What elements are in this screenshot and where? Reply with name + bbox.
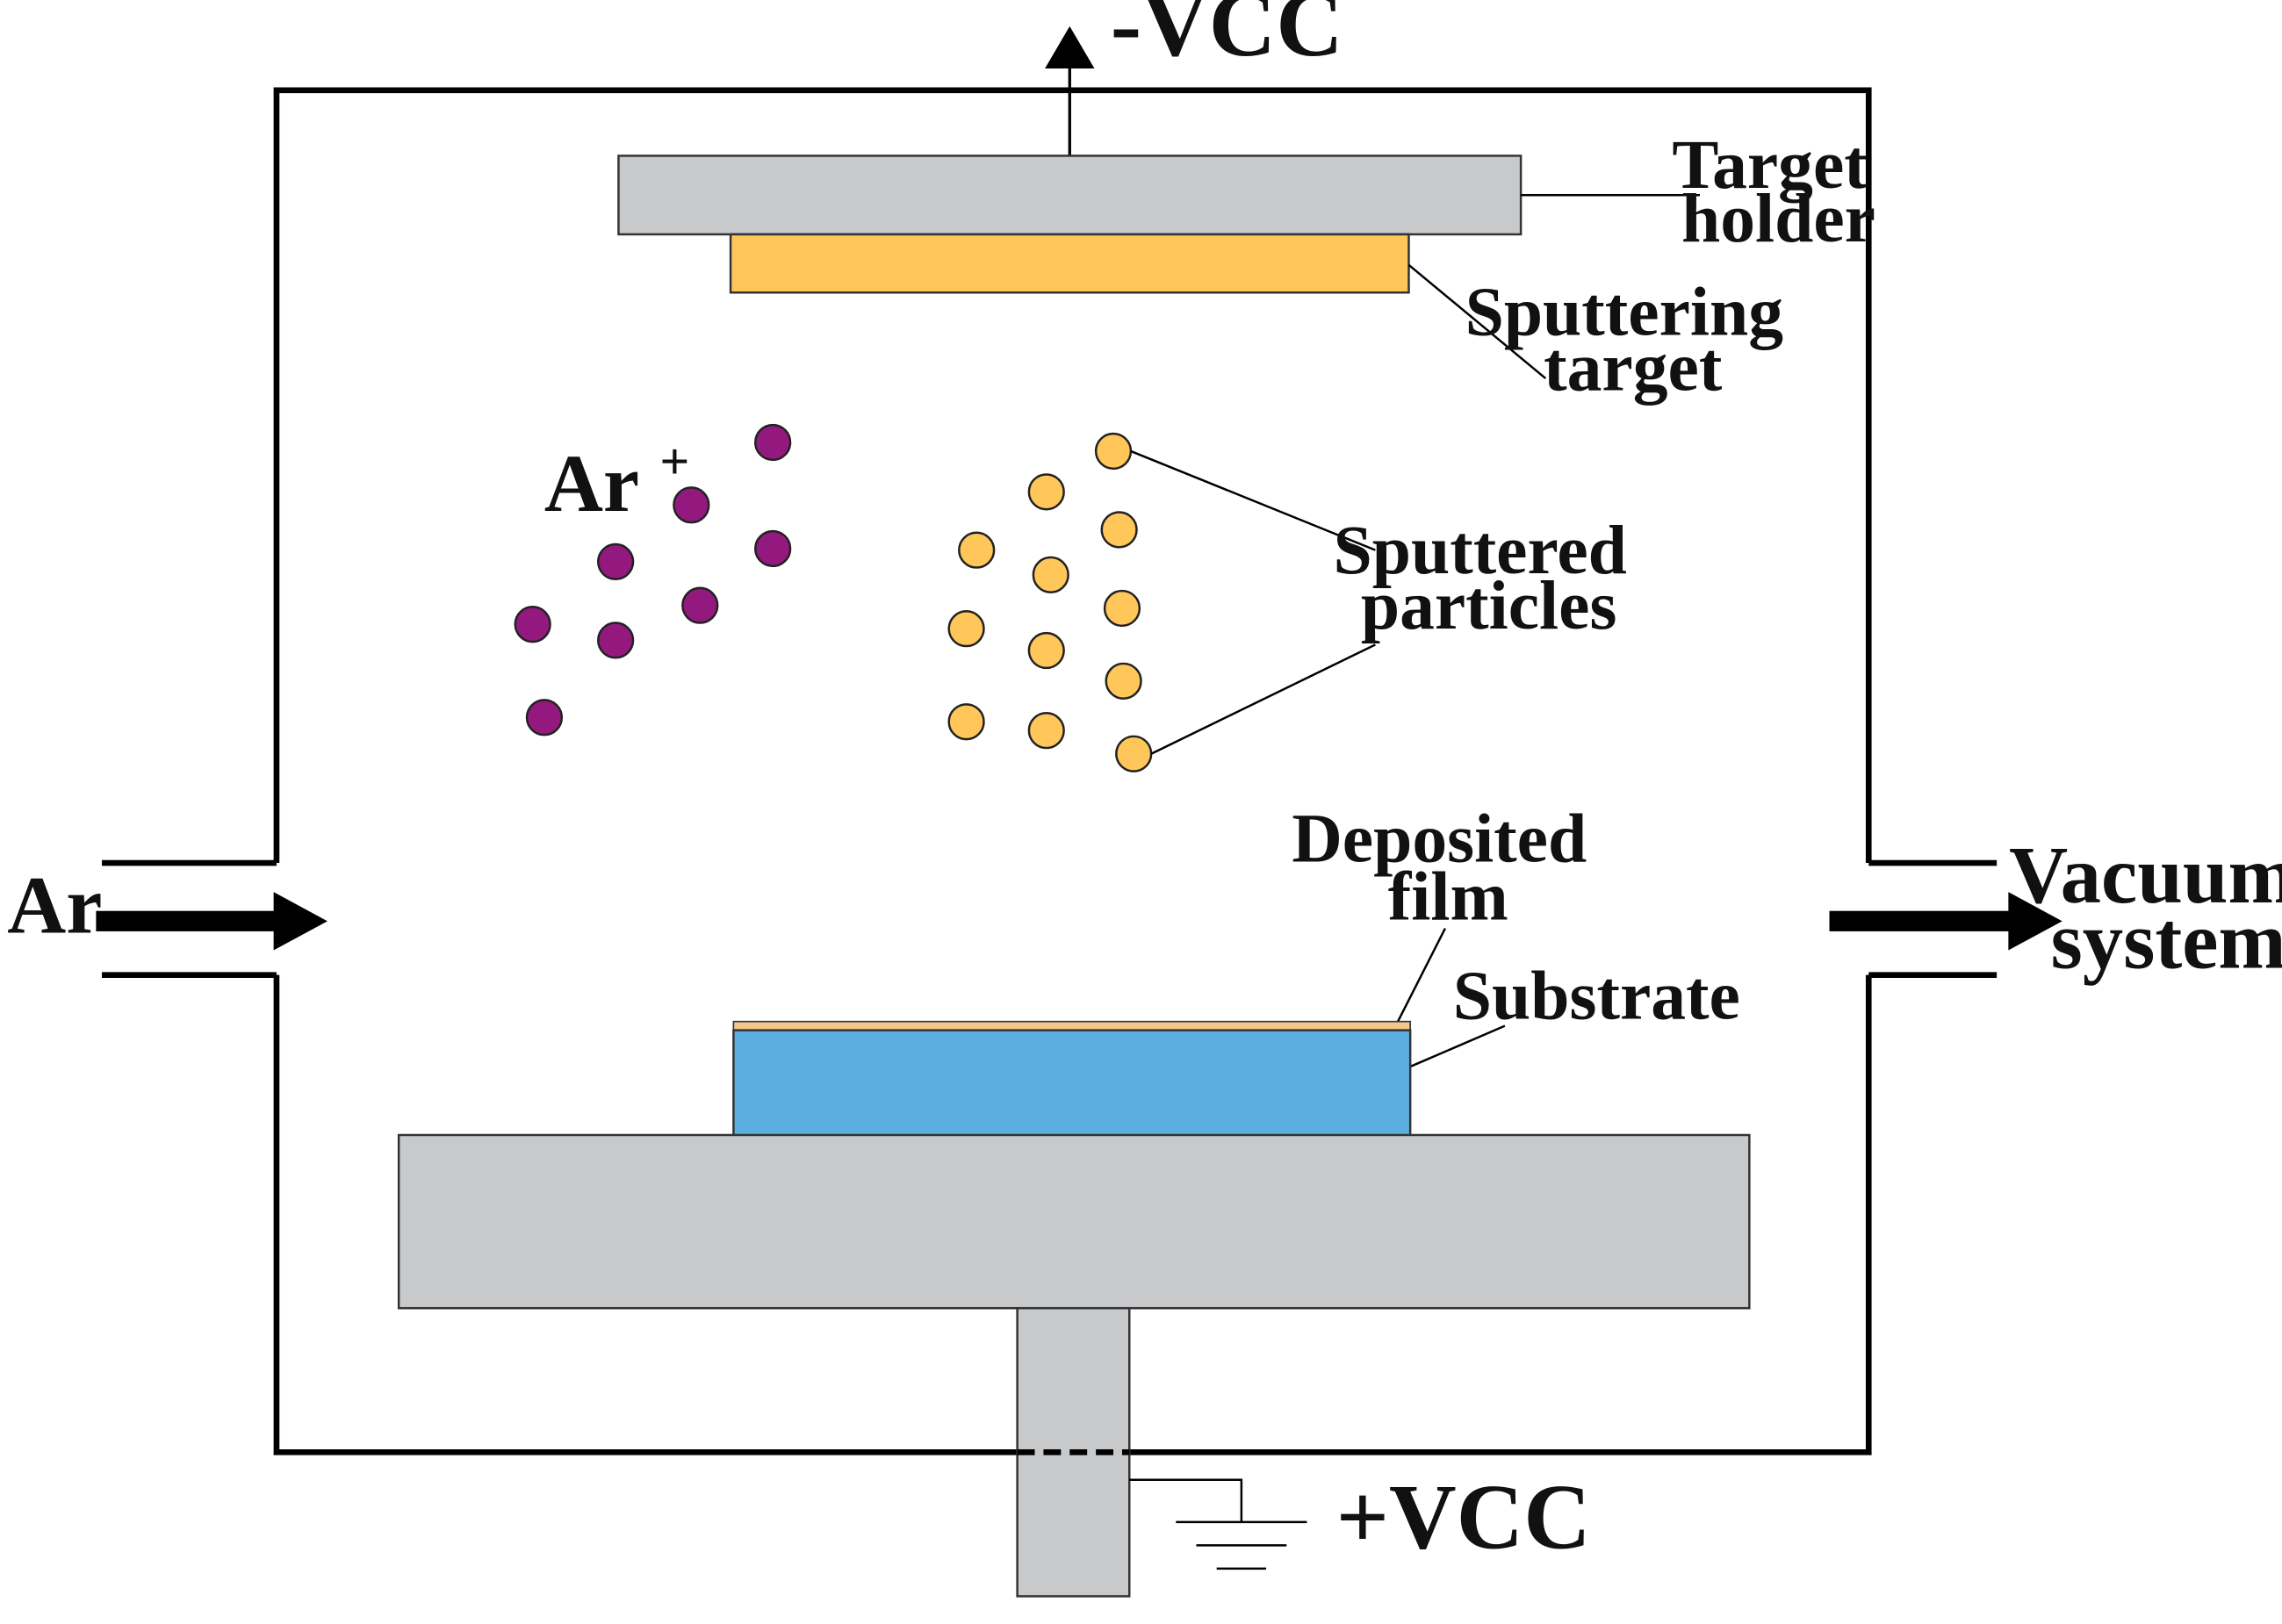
right-arrow-icon: [273, 892, 328, 951]
vacuum-system-label: Vacuum system: [2009, 830, 2282, 987]
target-holder-label-line2: holder: [1681, 180, 1875, 257]
sputtered-particle: [947, 610, 985, 648]
argon-ion: [754, 423, 792, 462]
substrate-label: Substrate: [1453, 957, 1740, 1034]
vacuum-system-label-line2: system: [2051, 895, 2282, 986]
target-holder: [617, 154, 1523, 236]
sputtered-particle: [1027, 712, 1065, 750]
argon-ion: [596, 622, 635, 659]
sputtering-target-label-line1: Sputtering: [1465, 273, 1783, 350]
deposited-film-label-line1: Deposited: [1292, 800, 1587, 877]
ground-connection: [1129, 1478, 1307, 1570]
sputtered-particle: [947, 703, 985, 741]
argon-ion: [596, 543, 635, 581]
ar-ion-symbol: Ar: [544, 439, 639, 529]
sputtered-particle: [1100, 511, 1138, 549]
sputtered-particles-label: Sputtered particles: [1333, 512, 1644, 644]
deposited-film-leader: [1396, 928, 1447, 1024]
sputtered-particle: [1115, 735, 1153, 772]
sputtering-target-leader: [1407, 263, 1547, 380]
argon-ion: [754, 529, 792, 568]
argon-ion: [525, 699, 564, 737]
substrate-leader: [1409, 1024, 1506, 1068]
deposited-film-label-line2: film: [1388, 859, 1508, 936]
plus-vcc-label: +VCC: [1336, 1465, 1591, 1569]
sputtered-particle: [1094, 432, 1133, 471]
right-arrow-icon: [2008, 892, 2062, 951]
minus-vcc-label: -VCC: [1111, 0, 1343, 75]
vacuum-outlet-arrow-shaft: [1829, 910, 2013, 931]
minus-vcc-terminal: -VCC: [1045, 0, 1343, 156]
ar-inlet-label: Ar: [7, 861, 102, 952]
sputtered-particle: [958, 531, 996, 569]
target-holder-label-line1: Target: [1672, 126, 1868, 204]
ar-inlet: Ar: [7, 861, 328, 952]
target-holder-label: Target holder: [1672, 126, 1884, 257]
vacuum-chamber: [102, 87, 1998, 1455]
argon-ion: [514, 606, 551, 643]
sputtering-target: [729, 233, 1410, 294]
vacuum-system-label-line1: Vacuum: [2009, 830, 2282, 921]
sputtering-target-label: Sputtering target: [1465, 273, 1801, 406]
sputtering-target-label-line2: target: [1544, 328, 1723, 406]
argon-ion: [673, 486, 710, 524]
sputtered-particle: [1027, 631, 1065, 670]
up-arrow-icon: [1045, 25, 1095, 69]
ar-ion-label: Ar +: [544, 432, 689, 528]
deposited-film: [732, 1020, 1411, 1031]
sputtered-particles-leader-top: [1130, 449, 1376, 551]
argon-ion: [681, 586, 719, 624]
sputtered-particles-leader-bottom: [1150, 643, 1376, 755]
ar-ion-charge: +: [659, 432, 689, 490]
sputtered-particles-label-line1: Sputtered: [1333, 512, 1626, 589]
sputtered-particle: [1027, 473, 1065, 511]
ar-inlet-arrow-shaft: [96, 910, 280, 931]
sputtered-particle: [1032, 556, 1069, 593]
sputtered-particles: [947, 432, 1153, 772]
vacuum-outlet: Vacuum system: [1829, 830, 2282, 987]
sputtered-particle: [1103, 589, 1141, 628]
substrate-holder: [397, 1133, 1751, 1310]
argon-ions: [514, 423, 792, 737]
deposited-film-label: Deposited film: [1292, 800, 1604, 935]
sputtered-particle: [1105, 662, 1142, 700]
sputtered-particles-label-line2: particles: [1361, 567, 1617, 644]
substrate: [732, 1029, 1412, 1138]
